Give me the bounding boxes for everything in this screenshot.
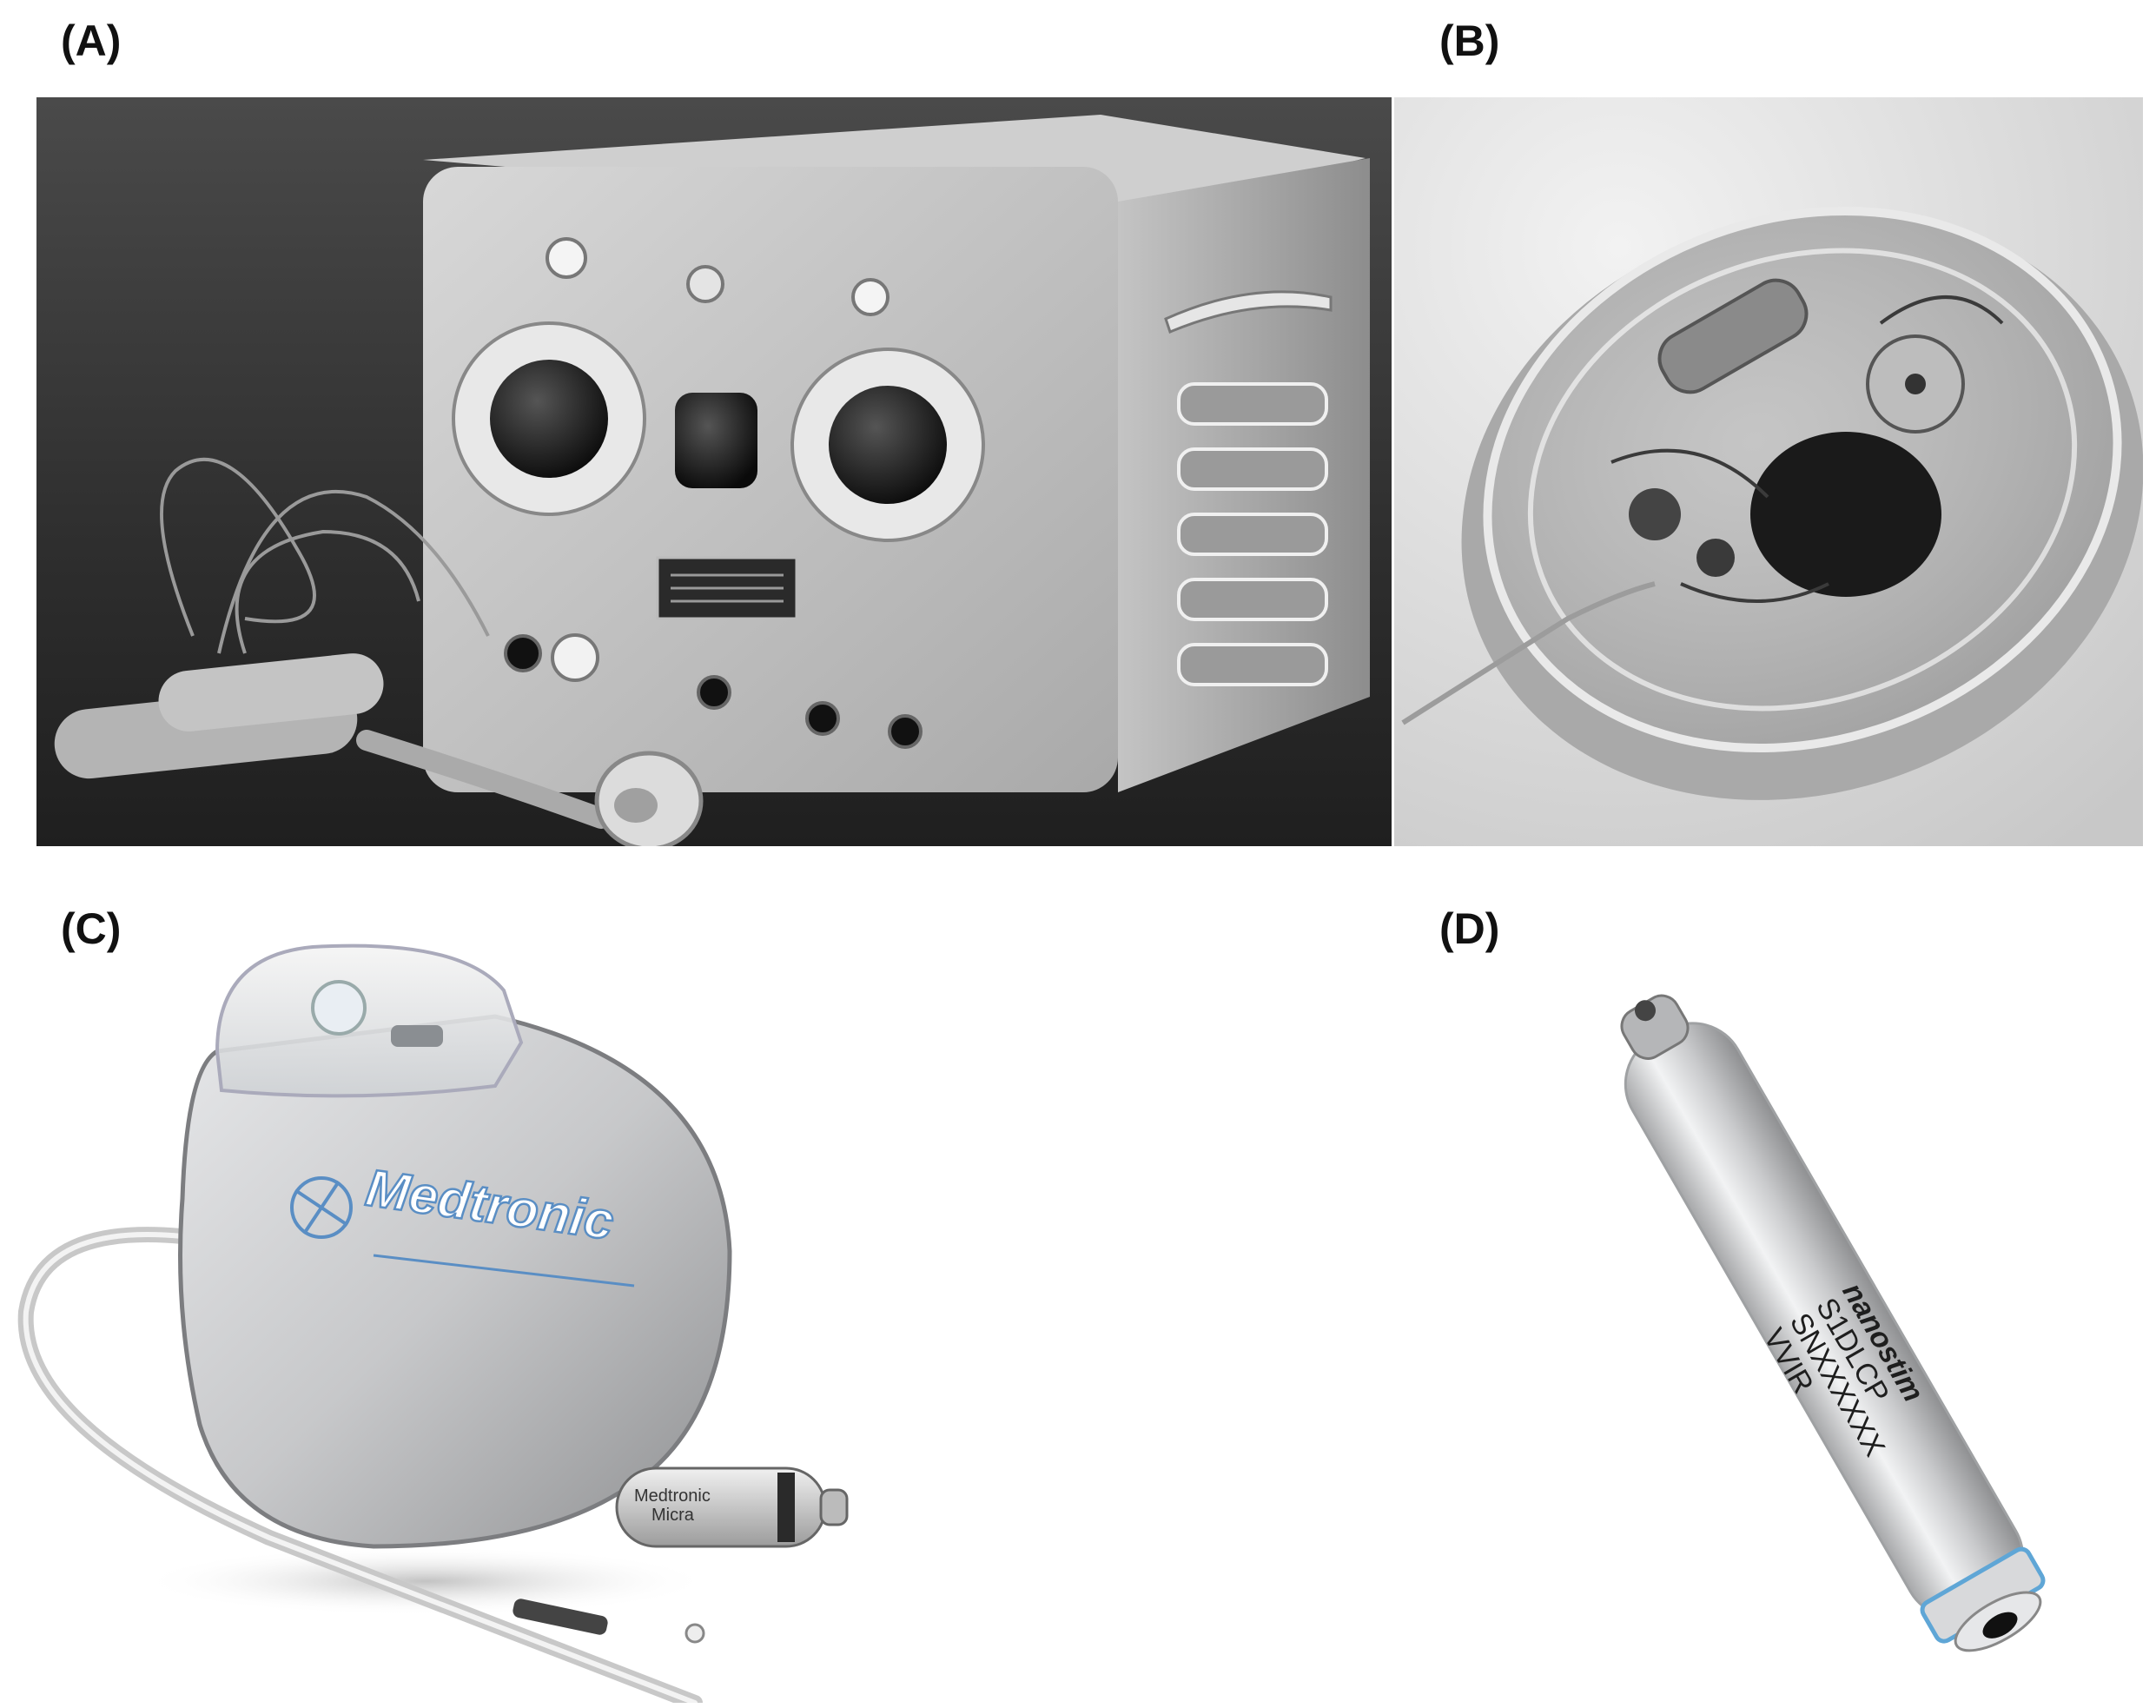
panel-label-d: (D) [1439, 904, 1500, 953]
leadless-capsule: Medtronic Micra [615, 1466, 849, 1548]
implantable-pacemaker-disc-illustration [1394, 97, 2143, 846]
pacemaker-header [215, 943, 524, 1098]
capsule-text-line-2: Micra [651, 1506, 695, 1525]
handle [1164, 290, 1333, 334]
battery-cell [1750, 432, 1941, 597]
medtronic-logo [290, 1176, 353, 1239]
panel-a-photo [36, 97, 1392, 846]
pacemaker-can [178, 1014, 732, 1549]
external-pacemaker-illustration [36, 97, 1392, 846]
electrode-paddles [54, 653, 704, 846]
panel-label-c: (C) [61, 904, 122, 953]
knob-left [490, 360, 608, 478]
louvers [1177, 382, 1328, 686]
modern-pacemaker-illustration: Medtronic Medtronic Micra [17, 943, 849, 1703]
panel-label-b: (B) [1439, 17, 1500, 65]
panel-c-photo: Medtronic Medtronic Micra [9, 938, 877, 1703]
leadless-pacemaker-illustration: nanostim S1DLCP SNXXXXXX VVIR [1620, 994, 2046, 1652]
switch-center [675, 393, 757, 488]
cabinet-front [423, 167, 1118, 792]
capsule-text-line-1: Medtronic [634, 1486, 711, 1506]
knob-right [829, 386, 947, 504]
panel-b-photo [1394, 97, 2143, 846]
panel-d-photo: nanostim S1DLCP SNXXXXXX VVIR [1503, 938, 2128, 1703]
panel-label-a: (A) [61, 17, 122, 65]
